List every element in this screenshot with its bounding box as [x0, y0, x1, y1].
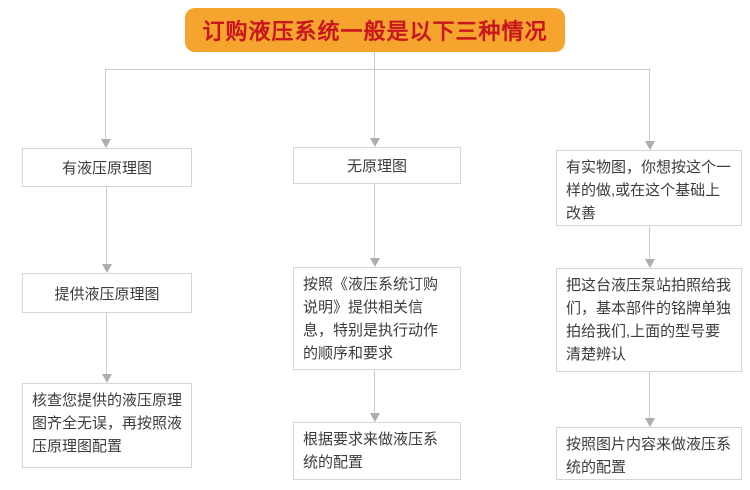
arrow-down-icon	[101, 139, 111, 148]
flow-box-ordering-instructions: 按照《液压系统订购说明》提供相关信息，特别是执行动作的顺序和要求	[293, 267, 461, 370]
arrow-down-icon	[645, 141, 655, 150]
arrow-down-icon	[370, 413, 380, 422]
flow-box-provide-schematic: 提供液压原理图	[22, 273, 192, 313]
arrow-down-icon	[370, 138, 380, 147]
flow-box-has-photo: 有实物图，你想按这个一样的做,或在这个基础上改善	[556, 150, 742, 226]
arrow-down-icon	[370, 258, 380, 267]
connector-line	[374, 69, 375, 138]
connector-line	[106, 187, 107, 264]
connector-line	[106, 313, 107, 374]
connector-line	[649, 226, 650, 259]
arrow-down-icon	[645, 418, 655, 427]
flow-box-no-schematic: 无原理图	[293, 147, 461, 184]
connector-line	[649, 69, 650, 141]
flowchart-title: 订购液压系统一般是以下三种情况	[185, 8, 565, 52]
connector-line	[374, 52, 375, 69]
flow-box-verify-schematic: 核查您提供的液压原理图齐全无误，再按照液压原理图配置	[22, 383, 192, 468]
connector-line	[105, 69, 650, 70]
flow-box-configure-by-picture: 按照图片内容来做液压系统的配置	[556, 427, 742, 480]
connector-line	[105, 69, 106, 139]
flow-box-send-photos: 把这台液压泵站拍照给我们，基本部件的铭牌单独拍给我们,上面的型号要清楚辨认	[556, 268, 742, 372]
flow-box-configure-by-requirements: 根据要求来做液压系统的配置	[293, 422, 461, 480]
arrow-down-icon	[102, 374, 112, 383]
connector-line	[374, 184, 375, 258]
arrow-down-icon	[645, 259, 655, 268]
connector-line	[649, 372, 650, 418]
flow-box-has-schematic: 有液压原理图	[22, 148, 192, 187]
connector-line	[374, 370, 375, 413]
arrow-down-icon	[102, 264, 112, 273]
